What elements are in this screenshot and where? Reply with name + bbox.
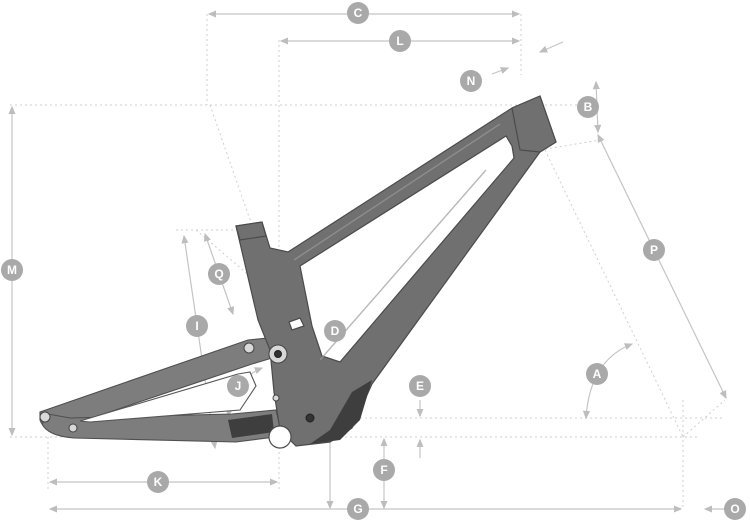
badge-q: Q [208,263,230,285]
bottom-bracket-shadow [310,380,372,444]
badge-d: D [324,320,346,342]
badge-l-text: L [396,34,403,48]
bike-frame [39,95,557,449]
chainstay-protector [228,414,274,438]
badge-k: K [147,471,169,493]
badge-o: O [724,498,746,520]
dim-line-p [597,133,727,400]
dim-line-n2 [491,67,510,75]
seat-tube-collar [235,221,267,241]
badge-q-text: Q [214,267,223,281]
badge-p: P [643,239,665,261]
badge-n-text: N [467,74,476,88]
head-tube [511,95,557,153]
dropout-bolt-lower [68,423,78,433]
badge-b-text: B [584,100,593,114]
badge-c-text: C [354,6,363,20]
frame-highlight [293,123,501,361]
dropout-bolt-upper [39,411,51,423]
badge-m-text: M [7,263,17,277]
bottle-bolt [272,394,280,402]
badge-e: E [409,375,431,397]
badge-l: L [389,30,411,52]
frame-bolt [305,413,315,423]
cable-port [288,317,305,331]
badge-i: I [186,315,208,337]
badge-a-text: A [593,367,602,381]
seatstay-pivot-bolt [243,342,255,354]
badge-e-text: E [416,379,424,393]
rear-triangle-cutout [79,371,257,423]
front-triangle-opening [299,135,515,363]
badge-d-text: D [331,324,340,338]
badge-k-text: K [154,475,163,489]
main-pivot-center [274,350,282,358]
badge-m: M [1,259,23,281]
bottom-bracket-shell [268,425,292,449]
badge-g-text: G [353,502,362,516]
dim-line-n [538,41,564,53]
badge-f-text: F [380,463,387,477]
badge-j: J [227,375,249,397]
badge-a: A [586,363,608,385]
badge-c: C [347,2,369,24]
badge-p-text: P [650,243,658,257]
badge-f: F [373,459,395,481]
badge-i-text: I [195,319,198,333]
badge-n: N [460,70,482,92]
badge-b: B [577,96,599,118]
badge-o-text: O [730,502,739,516]
badge-j-text: J [235,379,242,393]
badge-g: G [347,498,369,520]
